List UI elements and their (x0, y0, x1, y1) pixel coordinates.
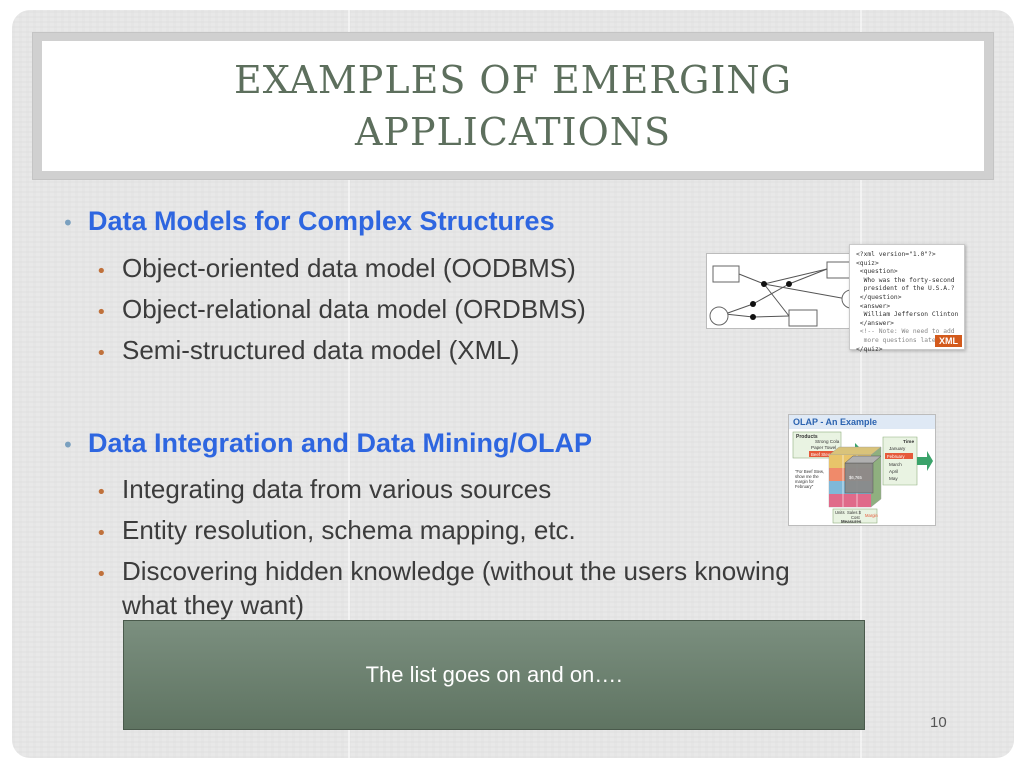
olap-note-line: "For Beef Stew, (795, 469, 824, 474)
xml-line: <?xml version="1.0"?> (856, 251, 936, 258)
xml-line: president of the U.S.A.? (856, 285, 955, 293)
list-item-text: Discovering hidden knowledge (without th… (122, 556, 790, 586)
bullet-icon: • (96, 302, 107, 323)
list-item-text: Object-relational data model (ORDBMS) (122, 294, 586, 324)
object-graph-diagram-image (706, 253, 866, 329)
bullet-icon: • (62, 211, 74, 235)
list-item-text: Integrating data from various sources (122, 474, 552, 504)
olap-label-measures: Measures (841, 519, 862, 524)
bullet-icon: • (96, 564, 107, 585)
olap-image-title: OLAP - An Example (789, 415, 935, 429)
olap-label-products: Products (796, 434, 818, 440)
slide-title-line-2: APPLICATIONS (354, 110, 672, 154)
olap-label-may: May (889, 476, 898, 481)
xml-document-image: <?xml version="1.0"?> <quiz> <question> … (849, 244, 965, 353)
xml-line: <answer> (856, 302, 891, 310)
bullet-icon: • (96, 523, 107, 544)
olap-cube: $6,765 (828, 446, 882, 508)
list-item: • Object-relational data model (ORDBMS) (96, 292, 586, 326)
olap-note-line: February" (795, 484, 814, 489)
callout-banner-text: The list goes on and on…. (365, 662, 623, 687)
slide-title: EXAMPLES OF EMERGING APPLICATIONS (234, 54, 792, 158)
list-item: • Integrating data from various sources (96, 472, 551, 506)
callout-banner: The list goes on and on…. (123, 620, 865, 730)
section-heading-text: Data Integration and Data Mining/OLAP (88, 428, 593, 458)
page-number: 10 (930, 714, 947, 731)
slide: EXAMPLES OF EMERGING APPLICATIONS (12, 10, 1014, 758)
xml-line: <!-- Note: We need to add (856, 328, 955, 336)
olap-note-line: show me the (795, 474, 819, 479)
xml-line: </quiz> (856, 345, 883, 353)
xml-line: Who was the forty-second (856, 276, 955, 284)
olap-label-sales: Sales $ (847, 510, 862, 515)
bullet-icon: • (96, 343, 107, 364)
list-item-continuation: what they want) (122, 588, 304, 622)
list-item-text: Entity resolution, schema mapping, etc. (122, 515, 576, 545)
list-item: • Entity resolution, schema mapping, etc… (96, 513, 576, 547)
title-frame: EXAMPLES OF EMERGING APPLICATIONS (32, 32, 994, 180)
xml-badge: XML (935, 335, 962, 347)
olap-label-january: January (889, 446, 906, 451)
list-item-text: Semi-structured data model (XML) (122, 335, 520, 365)
title-box: EXAMPLES OF EMERGING APPLICATIONS (42, 41, 984, 171)
olap-cell-value: $6,765 (849, 475, 862, 480)
list-item: • Semi-structured data model (XML) (96, 333, 519, 367)
olap-label-february: February (887, 454, 905, 459)
olap-note-line: margin for (795, 479, 814, 484)
xml-line: <question> (856, 268, 898, 276)
olap-label-april: April (889, 469, 898, 474)
list-item: • Discovering hidden knowledge (without … (96, 554, 790, 588)
olap-cube-image: OLAP - An Example Products Strong Cola P… (788, 414, 936, 526)
section-heading-data-models: • Data Models for Complex Structures (62, 206, 555, 237)
bullet-icon: • (96, 482, 107, 503)
list-item: • Object-oriented data model (OODBMS) (96, 251, 576, 285)
bullet-icon: • (62, 433, 74, 457)
olap-label-time: Time (903, 439, 914, 445)
section-heading-data-integration: • Data Integration and Data Mining/OLAP (62, 428, 592, 459)
xml-line: </question> (856, 293, 902, 301)
slide-title-line-1: EXAMPLES OF EMERGING (233, 58, 792, 102)
xml-line: William Jefferson Clinton (856, 311, 959, 319)
list-item-text: Object-oriented data model (OODBMS) (122, 253, 576, 283)
object-graph-diagram (709, 261, 861, 327)
olap-label-paper-towel: Paper Towel (811, 445, 836, 450)
olap-label-margin: Margin (865, 513, 878, 518)
olap-label-cost: Cost (851, 515, 860, 520)
section-heading-text: Data Models for Complex Structures (88, 206, 555, 236)
olap-label-beef-stew: Beef Stew (811, 452, 832, 457)
olap-label-units: Units (835, 510, 845, 515)
xml-line: <quiz> (856, 259, 879, 267)
xml-line: </answer> (856, 319, 894, 327)
bullet-icon: • (96, 261, 107, 282)
olap-cube-diagram: Products Strong Cola Paper Towel Beef St… (792, 431, 933, 524)
list-item-text: what they want) (122, 590, 305, 620)
olap-label-march: March (889, 462, 902, 467)
olap-label-strong-cola: Strong Cola (815, 439, 840, 444)
